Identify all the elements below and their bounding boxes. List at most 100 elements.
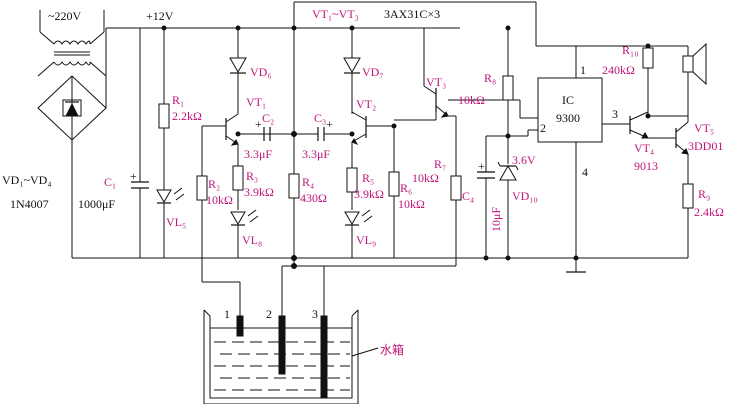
r3-ref: R₃ xyxy=(246,169,258,183)
resistor-r1: R₁ 2.2kΩ xyxy=(158,28,202,190)
vt3-ref: VT₃ xyxy=(426,75,446,89)
resistor-r8: R₈ 10kΩ xyxy=(458,28,514,136)
c3-plus-sign: + xyxy=(326,117,333,131)
probe-3 xyxy=(320,315,328,399)
transistor-vt2: VT₂ xyxy=(351,97,395,172)
probe-1-label: 1 xyxy=(224,307,230,321)
r3-value: 3.9kΩ xyxy=(244,185,274,199)
led-vl5: VL₅ xyxy=(156,187,186,258)
tank-label: 水箱 xyxy=(380,342,404,357)
zener-vd10: 3.6V VD₁₀ xyxy=(497,133,538,258)
c1-plus-sign: + xyxy=(130,169,137,183)
capacitor-c2: + C₂ 3.3μF xyxy=(244,111,274,161)
mains-input: ~220V xyxy=(39,9,105,45)
vt4-ref: VT₄ xyxy=(634,141,654,155)
supply-rail-label: +12V xyxy=(146,9,174,23)
vt-group-refs: VT₁~VT₃ xyxy=(312,7,359,21)
probe-1 xyxy=(236,315,244,337)
vt1-ref: VT₁ xyxy=(246,95,266,109)
bridge-part: 1N4007 xyxy=(10,197,49,211)
resistor-r6: R₆ 10kΩ xyxy=(388,171,425,258)
c4-ref: C₄ xyxy=(462,189,474,203)
vt4-part: 9013 xyxy=(634,159,658,173)
transistor-vt5: VT₅ 3DD01 xyxy=(648,115,723,184)
r5-ref: R₅ xyxy=(362,171,374,185)
transistor-vt1: VT₁ xyxy=(225,95,266,146)
r4-value: 430Ω xyxy=(300,191,327,205)
water-tank: 1 2 3 水箱 xyxy=(203,266,404,404)
vd6-ref: VD₆ xyxy=(250,65,272,79)
resistor-r7: R₇ 10kΩ xyxy=(412,157,462,201)
r6-value: 10kΩ xyxy=(398,197,425,211)
junction-dots xyxy=(161,25,651,261)
vt2-ref: VT₂ xyxy=(356,97,376,111)
vd10-ref: VD₁₀ xyxy=(512,189,538,203)
vt5-part: 3DD01 xyxy=(688,139,723,153)
led-vl8: VL₈ xyxy=(230,209,262,258)
r9-value: 2.4kΩ xyxy=(694,205,724,219)
c3-ref: C₃ xyxy=(314,111,326,125)
vt-group-label: VT₁~VT₃ 3AX31C×3 xyxy=(312,7,440,21)
vd7-ref: VD₇ xyxy=(362,65,384,79)
vl5-ref: VL₅ xyxy=(166,215,186,229)
vt5-ref: VT₅ xyxy=(694,121,714,135)
probe-bus xyxy=(281,200,457,316)
diode-vd6: VD₆ xyxy=(229,28,272,114)
capacitor-c4: + C₄ 10μF xyxy=(462,135,528,258)
led-vl9: VL₉ xyxy=(344,209,376,258)
resistor-r5: R₅ 3.9kΩ xyxy=(346,167,384,210)
ic-9300: IC 9300 1 2 3 4 xyxy=(519,46,630,258)
c2-plus-sign: + xyxy=(255,117,262,131)
mains-voltage-label: ~220V xyxy=(48,9,81,23)
c2-ref: C₂ xyxy=(262,111,274,125)
diode-vd7: VD₇ xyxy=(343,28,384,114)
resistor-r3: R₃ 3.9kΩ xyxy=(232,165,274,210)
transformer xyxy=(37,40,107,77)
r10-ref: R₁₀ xyxy=(622,43,638,57)
ic-pin2: 2 xyxy=(540,121,546,135)
r7-ref: R₇ xyxy=(434,157,446,171)
c3-value: 3.3μF xyxy=(302,147,330,161)
speaker-icon xyxy=(682,42,707,116)
bridge-label: VD₁~VD₄ xyxy=(2,173,52,187)
r5-value: 3.9kΩ xyxy=(354,187,384,201)
probe-2 xyxy=(278,315,286,375)
r2-value: 10kΩ xyxy=(206,193,233,207)
ground-rail xyxy=(72,257,688,273)
probe-2-label: 2 xyxy=(266,307,272,321)
ic-pin3: 3 xyxy=(612,107,618,121)
c1-ref: C₁ xyxy=(104,175,116,189)
r1-value: 2.2kΩ xyxy=(172,109,202,123)
r8-ref: R₈ xyxy=(484,71,496,85)
c1-value: 1000μF xyxy=(78,197,115,211)
c2-value: 3.3μF xyxy=(244,147,272,161)
vt1-base-wiring xyxy=(201,125,297,176)
c4-value: 10μF xyxy=(489,207,503,232)
transistor-vt4: VT₄ 9013 xyxy=(629,111,676,173)
ic-part: 9300 xyxy=(556,111,580,125)
transistor-vt3: VT₃ xyxy=(394,28,520,176)
vl8-ref: VL₈ xyxy=(242,233,262,247)
vt-group-part: 3AX31C×3 xyxy=(384,7,440,21)
r7-value: 10kΩ xyxy=(412,171,439,185)
resistor-r2: R₂ 10kΩ xyxy=(196,175,241,316)
r10-value: 240kΩ xyxy=(602,63,635,77)
ic-pin4: 4 xyxy=(582,165,588,179)
vd10-value: 3.6V xyxy=(512,153,536,167)
r9-ref: R₉ xyxy=(698,187,710,201)
resistor-r10: R₁₀ 240kΩ xyxy=(602,43,654,116)
probe-3-label: 3 xyxy=(312,307,318,321)
r1-ref: R₁ xyxy=(172,93,184,107)
r4-ref: R₄ xyxy=(302,175,314,189)
vl9-ref: VL₉ xyxy=(356,233,376,247)
bridge-rectifier: VD₁~VD₄ 1N4007 xyxy=(2,28,107,258)
resistor-r4: R₄ 430Ω xyxy=(288,28,327,258)
r2-ref: R₂ xyxy=(208,177,220,191)
capacitor-c1: + C₁ 1000μF xyxy=(78,28,149,258)
c4-plus-sign: + xyxy=(478,159,485,173)
resistor-r9: R₉ 2.4kΩ xyxy=(682,183,724,258)
ic-pin1: 1 xyxy=(580,63,586,77)
r8-value: 10kΩ xyxy=(458,93,485,107)
capacitor-c3: + C₃ 3.3μF xyxy=(294,111,352,161)
